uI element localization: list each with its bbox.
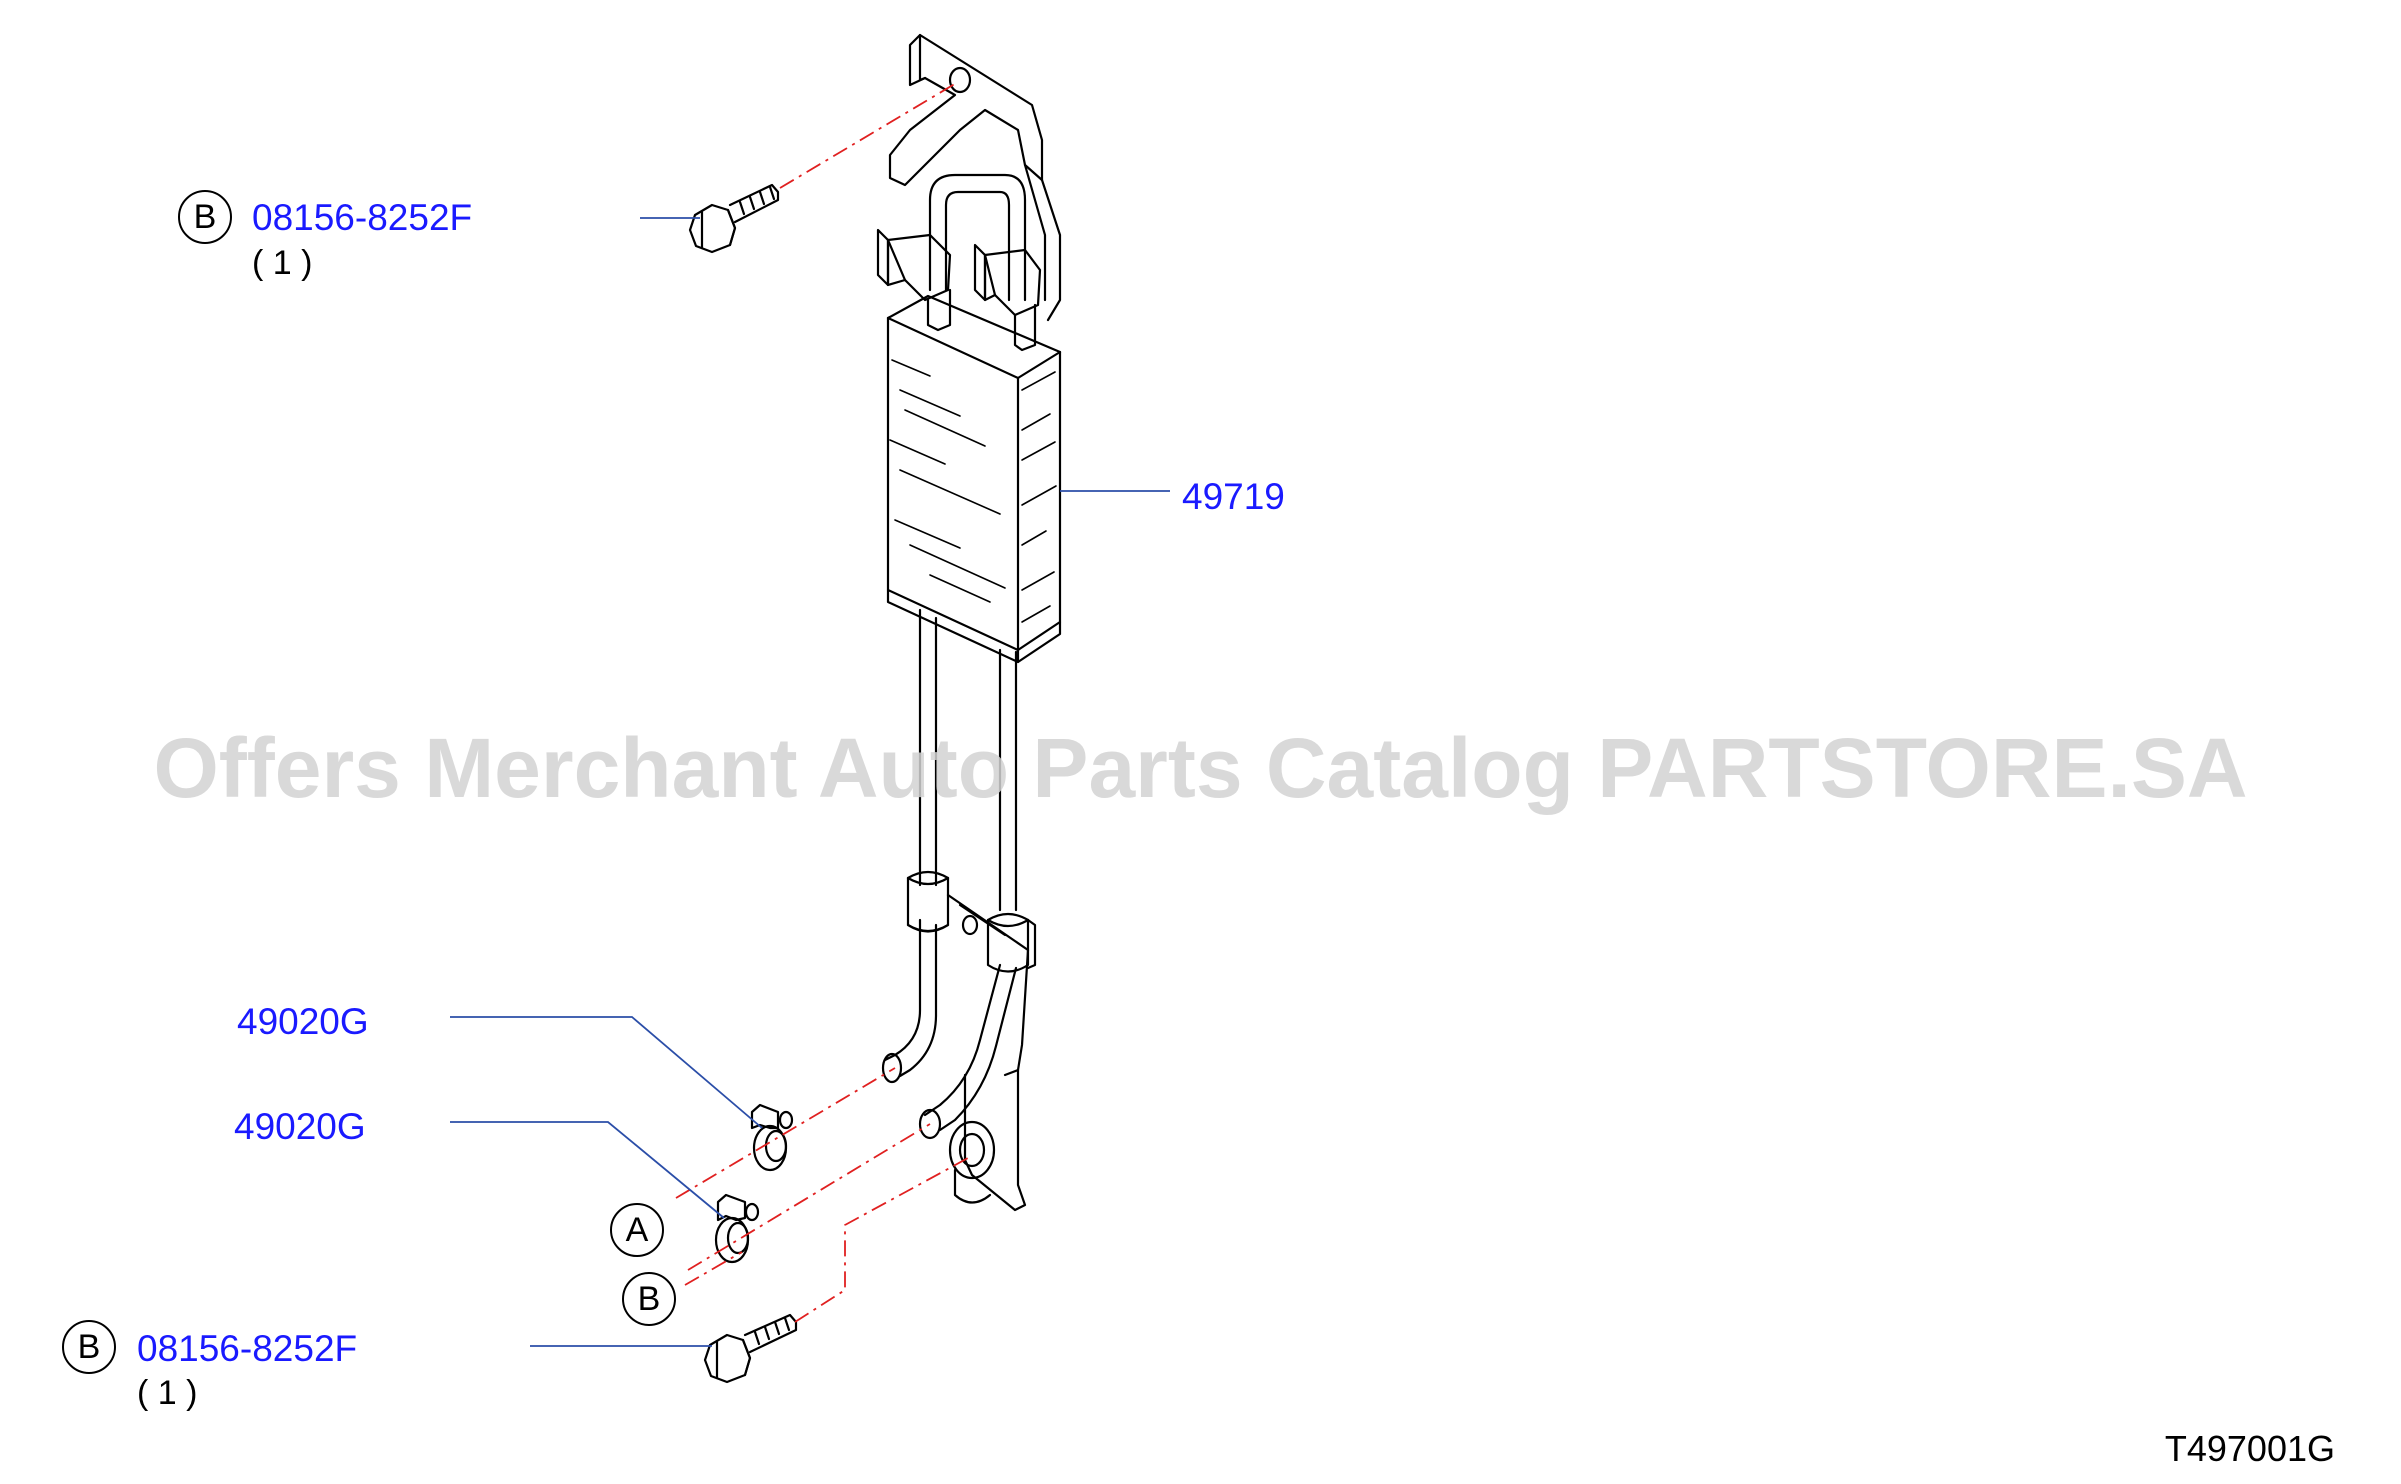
clamp-lower	[714, 1193, 760, 1264]
clamp-upper	[750, 1103, 794, 1172]
marker-a: A	[610, 1203, 664, 1257]
leader-lines	[450, 217, 1170, 1347]
bolt-top-letter-marker: B	[178, 190, 232, 244]
bolt-top-quantity: ( 1 )	[252, 244, 313, 282]
diagram-code: T497001G	[2164, 1428, 2335, 1469]
clamp-2-part-number[interactable]: 49020G	[234, 1106, 366, 1147]
oil-cooler-part-number[interactable]: 49719	[1182, 476, 1285, 517]
top-bolt	[688, 183, 780, 254]
clamp-1-part-number[interactable]: 49020G	[237, 1001, 369, 1042]
marker-b: B	[622, 1272, 676, 1326]
watermark: Offers Merchant Auto Parts Catalog PARTS…	[153, 721, 2248, 815]
oil-cooler-core	[886, 294, 1062, 664]
oil-lines	[918, 608, 1018, 912]
lower-pipe-ends	[881, 918, 1018, 1140]
bottom-bolt	[703, 1313, 798, 1384]
bolt-bottom-letter-marker: B	[62, 1320, 116, 1374]
bolt-top-part-number[interactable]: 08156-8252F	[252, 197, 473, 238]
bolt-bottom-quantity: ( 1 )	[137, 1374, 198, 1412]
top-pipe	[876, 173, 1042, 352]
alignment-lines	[675, 81, 969, 1323]
bolt-bottom-part-number[interactable]: 08156-8252F	[137, 1328, 358, 1369]
lower-bracket	[946, 893, 1030, 1212]
